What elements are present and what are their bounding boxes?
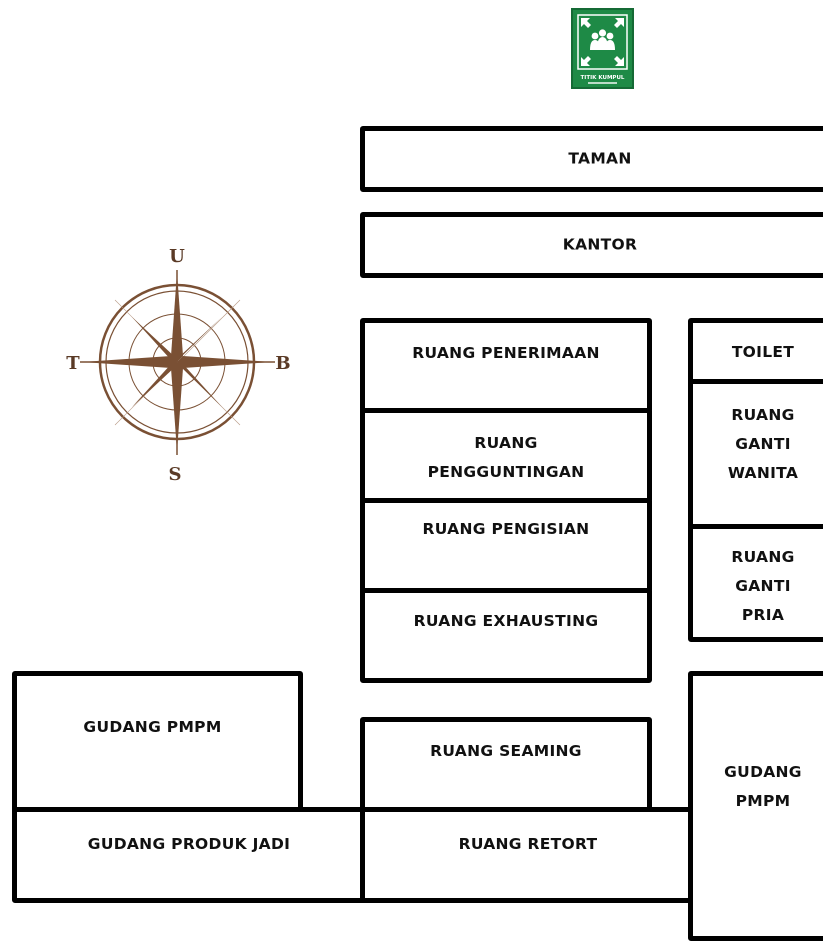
compass-west-label: T: [66, 353, 80, 374]
assembly-point-sign: TITIK KUMPUL: [571, 8, 634, 89]
room-pengguntingan: RUANG PENGGUNTINGAN: [360, 408, 652, 503]
compass-rose-icon: U S T B: [66, 246, 290, 485]
wall-segment: [300, 807, 364, 812]
room-label: RUANG GANTI WANITA: [727, 406, 799, 482]
room-penerimaan: RUANG PENERIMAAN: [360, 318, 652, 413]
room-retort: RUANG RETORT: [360, 807, 696, 903]
room-label: RUANG PENGGUNTINGAN: [427, 434, 585, 481]
room-gudang-pmpm-left: GUDANG PMPM: [12, 671, 303, 814]
compass-east-label: B: [275, 353, 290, 374]
compass-north-label: U: [169, 246, 185, 267]
room-label: RUANG GANTI PRIA: [731, 548, 795, 624]
room-gudang-pmpm-right: GUDANG PMPM: [688, 671, 823, 941]
room-label: RUANG EXHAUSTING: [413, 612, 599, 630]
room-label: TOILET: [731, 343, 795, 361]
room-kantor: KANTOR: [360, 212, 823, 278]
people-icon: [590, 29, 615, 50]
room-pengisian: RUANG PENGISIAN: [360, 498, 652, 593]
room-label: RUANG SEAMING: [430, 742, 582, 760]
room-seaming: RUANG SEAMING: [360, 717, 652, 814]
sign-text: TITIK KUMPUL: [581, 75, 625, 81]
room-label: RUANG PENERIMAAN: [412, 344, 600, 362]
room-label: RUANG RETORT: [458, 835, 598, 853]
room-taman: TAMAN: [360, 126, 823, 192]
room-exhausting: RUANG EXHAUSTING: [360, 588, 652, 683]
room-label: RUANG PENGISIAN: [422, 520, 590, 538]
wall-segment: [648, 807, 692, 812]
room-ganti-pria: RUANG GANTI PRIA: [688, 524, 823, 642]
room-label: TAMAN: [568, 149, 632, 168]
room-gudang-produk-jadi: GUDANG PRODUK JADI: [12, 807, 366, 903]
inward-arrows-icon: [581, 18, 624, 66]
room-toilet: TOILET: [688, 318, 823, 384]
room-label: GUDANG PMPM: [83, 718, 222, 736]
compass-south-label: S: [169, 464, 182, 485]
room-label: GUDANG PRODUK JADI: [87, 835, 291, 853]
room-label: GUDANG PMPM: [724, 763, 802, 810]
room-label: KANTOR: [562, 235, 638, 254]
room-ganti-wanita: RUANG GANTI WANITA: [688, 379, 823, 529]
